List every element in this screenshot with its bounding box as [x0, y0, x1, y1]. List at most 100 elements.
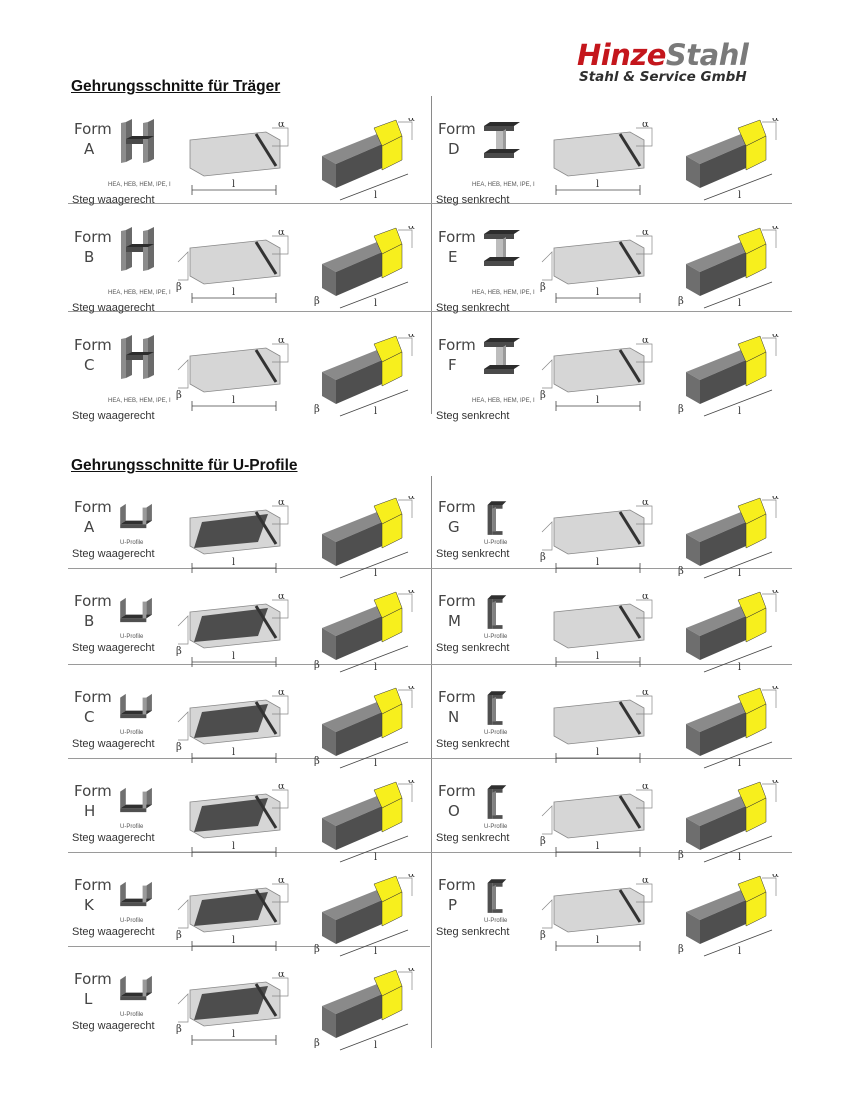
form-letter: G — [448, 518, 460, 536]
length-symbol: l — [232, 747, 235, 758]
beam-web-face — [700, 354, 760, 404]
length-symbol: l — [738, 662, 741, 673]
angle-guide — [272, 883, 289, 903]
profile-cross-section-icon — [118, 226, 158, 272]
beam-end-face — [686, 264, 700, 296]
cut-edge — [618, 511, 642, 545]
angle-guide-beta — [177, 615, 189, 645]
profile-types-note: U-Profile — [120, 918, 144, 924]
alpha-symbol: α — [408, 874, 415, 880]
beam-web-face — [700, 138, 760, 188]
form-letter: K — [84, 896, 94, 914]
beam-top-flange — [322, 132, 396, 164]
length-symbol: l — [738, 758, 741, 769]
beam-end-face — [686, 628, 700, 660]
beta-symbol: β — [176, 742, 182, 753]
beam-end-face — [322, 724, 336, 756]
length-symbol: l — [738, 946, 741, 957]
profile-types-note: HEA, HEB, HEM, IPE, I — [472, 290, 535, 296]
profile-cross-section-icon — [482, 874, 510, 920]
beam-top-flange — [322, 604, 396, 636]
beam-end-face — [686, 912, 700, 944]
web-orientation-label: Steg senkrecht — [436, 410, 510, 422]
beam-top-flange — [686, 888, 760, 920]
profile-types-note: HEA, HEB, HEM, IPE, I — [108, 398, 171, 404]
length-symbol: l — [596, 179, 599, 190]
alpha-symbol: α — [408, 968, 415, 974]
miter-cut-3d-view: αl — [686, 590, 779, 673]
cut-face — [745, 513, 767, 549]
length-symbol: l — [374, 1040, 377, 1051]
web-orientation-label: Steg senkrecht — [436, 194, 510, 206]
beam-top-flange — [322, 700, 396, 732]
miter-cut-schematic: αlβ — [176, 594, 289, 667]
miter-cut-schematic: αl — [553, 690, 653, 763]
profile-types-note: HEA, HEB, HEM, IPE, I — [472, 182, 535, 188]
beam-web-face — [336, 246, 396, 296]
beta-symbol: β — [314, 404, 320, 415]
beta-symbol: β — [678, 296, 684, 307]
miter-cut-schematic: αlβ — [540, 784, 653, 857]
profile-cross-section-icon — [118, 596, 156, 624]
cut-edge — [618, 133, 642, 167]
alpha-symbol: α — [278, 500, 285, 508]
miter-cut-schematic: αlβ — [540, 500, 653, 573]
length-symbol: l — [232, 935, 235, 946]
alpha-symbol: α — [642, 784, 649, 792]
form-letter: E — [448, 248, 458, 266]
profile-cross-section-icon — [118, 692, 156, 720]
length-dimension — [703, 741, 773, 769]
angle-guide — [272, 977, 289, 997]
beam-end-face — [322, 372, 336, 404]
miter-cut-schematic: αlβ — [540, 878, 653, 951]
angle-guide-beta — [177, 993, 189, 1023]
profile-types-note: U-Profile — [484, 634, 508, 640]
form-label: Form — [438, 498, 476, 516]
cut-face — [745, 607, 767, 643]
beam-top-flange — [322, 982, 396, 1014]
miter-cut-3d-view: αl — [322, 496, 415, 579]
logo-wordmark: HinzeStahl — [577, 40, 777, 70]
profile-cross-section-icon — [482, 780, 510, 826]
web-orientation-label: Steg senkrecht — [436, 738, 510, 750]
alpha-symbol: α — [278, 784, 285, 792]
alpha-symbol: α — [772, 874, 779, 880]
cut-face — [381, 351, 403, 387]
beta-symbol: β — [540, 282, 546, 293]
profile-cross-section-icon — [482, 118, 522, 164]
alpha-symbol: α — [278, 594, 285, 602]
beam-body — [553, 347, 645, 393]
form-letter: P — [448, 896, 458, 914]
beam-web — [194, 986, 268, 1020]
beam-web-face — [336, 800, 396, 850]
cut-edge — [254, 889, 278, 923]
length-symbol: l — [232, 841, 235, 852]
divider-row — [68, 203, 792, 204]
miter-cut-schematic: αl — [553, 122, 653, 195]
length-symbol: l — [596, 287, 599, 298]
cut-edge — [254, 133, 278, 167]
alpha-symbol: α — [642, 690, 649, 698]
form-label: Form — [74, 228, 112, 246]
miter-cut-3d-view: αl — [322, 780, 415, 863]
angle-guide — [762, 229, 777, 248]
angle-guide — [636, 789, 653, 809]
beta-symbol: β — [314, 1038, 320, 1049]
length-dimension — [703, 173, 773, 201]
beta-symbol: β — [314, 756, 320, 767]
length-symbol: l — [738, 298, 741, 309]
form-label: Form — [74, 782, 112, 800]
web-orientation-label: Steg waagerecht — [72, 194, 155, 206]
beta-symbol: β — [176, 930, 182, 941]
web-orientation-label: Steg waagerecht — [72, 926, 155, 938]
length-dimension — [339, 173, 409, 201]
beta-symbol: β — [678, 944, 684, 955]
miter-cut-schematic: αlβ — [176, 972, 289, 1045]
beam-top-flange — [686, 510, 760, 542]
length-dimension — [703, 835, 773, 863]
miter-cut-3d-view: αl — [686, 118, 779, 201]
